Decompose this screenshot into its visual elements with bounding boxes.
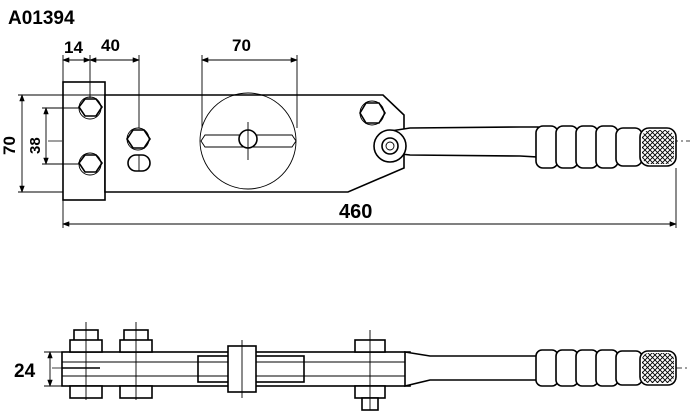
grip-ring — [595, 125, 619, 169]
grip-ring — [615, 127, 643, 167]
pivot-nut — [359, 100, 386, 126]
dim-70-top: 70 — [232, 36, 251, 55]
side-grip-ring — [555, 349, 579, 387]
side-bolt-2 — [119, 322, 153, 400]
base-nut-bottom — [78, 152, 103, 176]
grip-ring — [555, 125, 579, 169]
side-grip-ring — [615, 350, 643, 386]
grip-ring — [535, 125, 559, 169]
side-knurl-pattern — [642, 353, 674, 383]
dim-460: 460 — [339, 201, 372, 223]
dim-38: 38 — [27, 137, 44, 154]
dim-70-left: 70 — [0, 136, 19, 155]
base-nut-top — [78, 96, 103, 120]
arm-nut-middle — [126, 127, 151, 151]
side-handle-lever — [404, 351, 539, 388]
dim-14: 14 — [64, 38, 83, 57]
dim-40: 40 — [101, 36, 120, 55]
side-view: 24 — [14, 322, 690, 411]
side-grip-ring — [575, 349, 599, 387]
side-grip-ring — [535, 349, 559, 387]
pivot-pin — [381, 137, 399, 155]
grip-ring — [575, 125, 599, 169]
top-view: 14 40 70 70 38 460 — [0, 36, 690, 228]
part-number: A01394 — [8, 8, 75, 29]
side-bolt-1 — [69, 322, 103, 400]
side-pivot-bolt — [354, 330, 386, 411]
handle-lever — [383, 126, 539, 158]
disc-slot — [200, 134, 297, 148]
knurl-pattern — [642, 130, 674, 164]
dim-24: 24 — [14, 361, 36, 382]
side-grip-ring — [595, 349, 619, 387]
